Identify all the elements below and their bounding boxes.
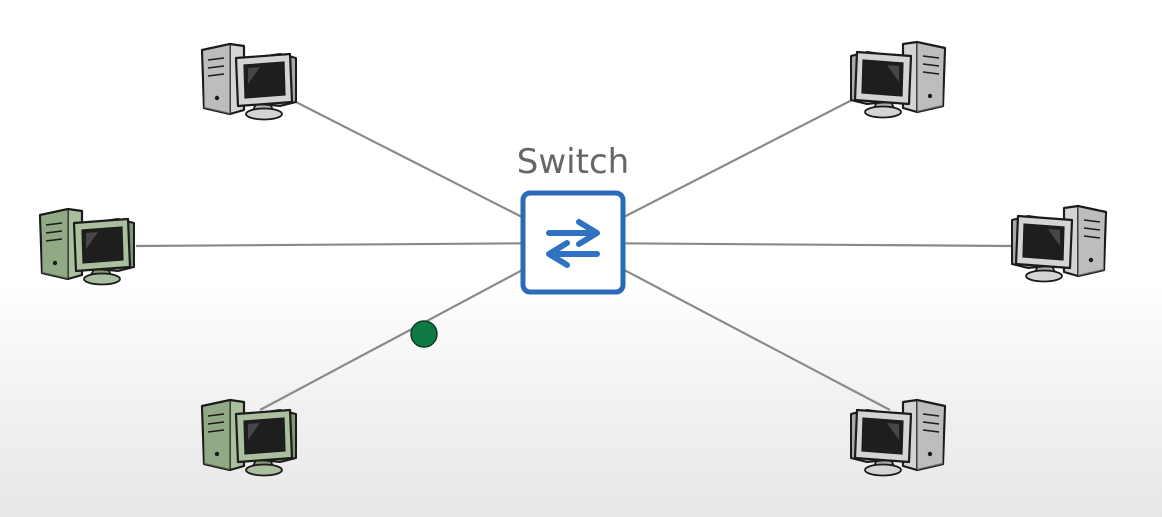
packet-dot bbox=[410, 320, 438, 348]
computer-middle-left-icon bbox=[38, 207, 135, 286]
switch-arrows-icon bbox=[546, 219, 600, 268]
switch-label: Switch bbox=[517, 142, 629, 182]
switch-node: Switch bbox=[517, 142, 629, 295]
switch-box bbox=[520, 190, 626, 295]
computers-layer bbox=[38, 40, 1108, 477]
computer-top-right-icon bbox=[850, 40, 947, 119]
computer-bottom-right-icon bbox=[850, 398, 947, 477]
packet-layer bbox=[410, 320, 438, 348]
computer-top-left-icon bbox=[200, 42, 297, 121]
link-bottom-right bbox=[572, 242, 891, 411]
computer-middle-right-icon bbox=[1011, 204, 1108, 283]
link-middle-right bbox=[572, 241, 1013, 248]
link-middle-left bbox=[135, 241, 574, 248]
computer-bottom-left-icon bbox=[200, 398, 297, 477]
